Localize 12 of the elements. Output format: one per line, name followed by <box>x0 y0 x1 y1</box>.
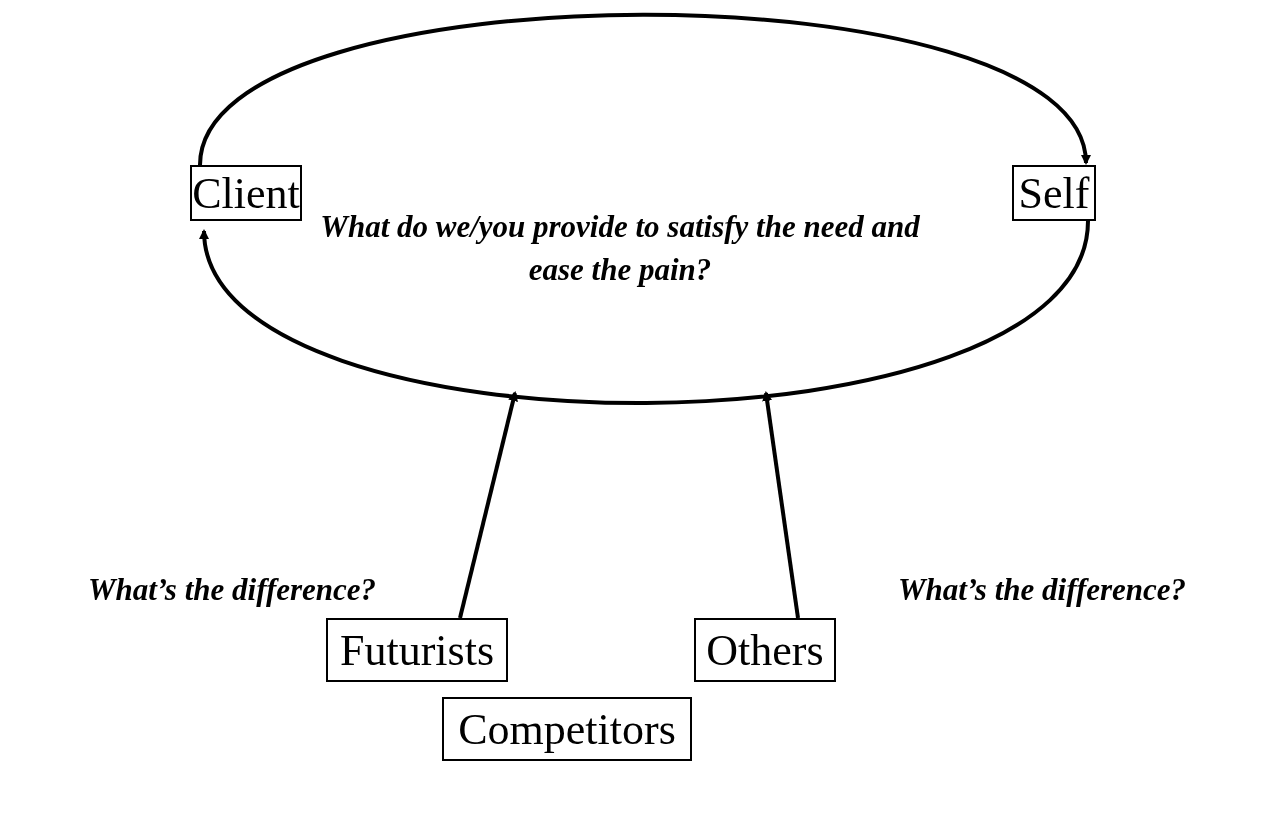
label-box: Self <box>1012 165 1096 221</box>
question-label: What’s the difference? <box>896 571 1188 609</box>
label-box: Others <box>694 618 836 682</box>
question-label: What’s the difference? <box>86 571 378 609</box>
arrow <box>201 220 1090 405</box>
arrow <box>458 391 518 619</box>
label-box: Futurists <box>326 618 508 682</box>
label-box: Competitors <box>442 697 692 761</box>
label-box: Client <box>190 165 302 221</box>
arrow <box>198 12 1088 166</box>
question-text: What do we/you provide to satisfy the need and ease the pain? <box>319 208 921 289</box>
arrow <box>762 391 800 619</box>
